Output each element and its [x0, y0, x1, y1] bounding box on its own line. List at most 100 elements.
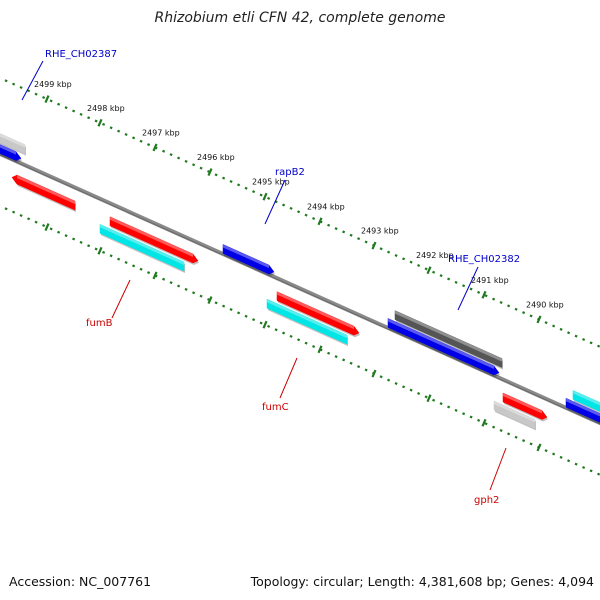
gene-feature[interactable] [565, 397, 600, 433]
outer-track-dot [169, 153, 173, 157]
major-tick-outer [371, 241, 377, 250]
gene-feature[interactable] [266, 298, 348, 347]
outer-track-dot [342, 230, 346, 234]
gene-body [266, 298, 348, 345]
inner-track-dot [597, 472, 600, 476]
gene-feature[interactable] [0, 140, 22, 163]
gene-highlight [388, 318, 494, 369]
gene-body [99, 223, 185, 272]
outer-track-dot [297, 210, 301, 214]
tick-label: 2497 kbp [142, 128, 180, 137]
gene-feature[interactable] [99, 223, 185, 273]
gene-feature[interactable] [572, 390, 600, 422]
outer-track-dot [402, 257, 406, 261]
inner-track-dot [439, 402, 443, 406]
inner-track-dot [432, 398, 436, 402]
outer-track-dot [229, 180, 233, 184]
outer-track-dot [559, 327, 563, 331]
gene-highlight [100, 224, 184, 265]
label-leader-line [111, 279, 131, 319]
inner-track-dot [4, 207, 8, 211]
outer-track-dot [417, 264, 421, 268]
label-leader-line [279, 357, 298, 399]
outer-track-dot [589, 341, 593, 345]
gene-label[interactable]: RHE_CH02387 [45, 49, 117, 60]
outer-track-dot [12, 82, 16, 86]
gene-feature[interactable] [387, 318, 500, 377]
gene-feature[interactable] [493, 400, 536, 431]
outer-track-dot [469, 287, 473, 291]
tick-label: 2493 kbp [361, 227, 399, 236]
gene-label[interactable]: RHE_CH02382 [448, 254, 520, 265]
label-leader-line [457, 266, 479, 311]
gene-feature[interactable] [11, 174, 76, 213]
gene-body [11, 174, 76, 211]
outer-track-dot [19, 85, 23, 89]
gene-highlight [17, 175, 75, 205]
inner-track-dot [529, 442, 533, 446]
major-tick-outer [426, 266, 432, 275]
inner-track-dot [424, 395, 428, 399]
outer-track-dot [447, 277, 451, 281]
inner-track-dot [139, 267, 143, 271]
tick-label: 2495 kbp [252, 178, 290, 187]
outer-track-dot [529, 314, 533, 318]
gene-label[interactable]: fumB [86, 318, 113, 329]
inner-track-dot [237, 311, 241, 315]
gene-label[interactable]: fumC [262, 402, 289, 413]
inner-track-dot [327, 351, 331, 355]
inner-track-dot [522, 439, 526, 443]
inner-track-dot [552, 452, 556, 456]
gene-label[interactable]: rapB2 [275, 167, 305, 178]
major-tick-inner [97, 246, 103, 255]
inner-track-dot [409, 388, 413, 392]
outer-track-dot [454, 280, 458, 284]
gene-feature[interactable] [109, 216, 199, 266]
outer-track-dot [177, 156, 181, 160]
gene-highlight [573, 390, 600, 406]
outer-track-dot [34, 92, 38, 96]
major-tick-inner [207, 296, 213, 305]
gene-feature[interactable] [222, 244, 275, 277]
outer-track-dot [124, 132, 128, 136]
outer-track-dot [477, 290, 481, 294]
outer-track-dot [409, 260, 413, 264]
gene-feature[interactable] [502, 392, 548, 422]
label-leader-line [264, 179, 286, 225]
gene-label[interactable]: gph2 [474, 495, 499, 506]
gene-body [502, 392, 548, 420]
outer-track-dot [567, 331, 571, 335]
gene-feature[interactable] [276, 291, 360, 338]
inner-track-dot [364, 368, 368, 372]
gene-body [572, 390, 600, 412]
gene-feature[interactable] [394, 310, 503, 370]
inner-track-dot [12, 210, 16, 214]
inner-track-dot [387, 378, 391, 382]
outer-track-dot [49, 99, 53, 103]
inner-track-dot [379, 375, 383, 379]
inner-track-dot [589, 469, 593, 473]
gene-body [394, 310, 503, 368]
inner-track-dot [87, 244, 91, 248]
major-tick-outer [152, 143, 158, 152]
inner-track-dot [514, 435, 518, 439]
genome-summary-text: Topology: circular; Length: 4,381,608 bp… [250, 574, 594, 589]
inner-track-dot [169, 281, 173, 285]
major-tick-inner [317, 345, 323, 354]
gene-feature[interactable] [0, 129, 26, 156]
outer-track-dot [327, 223, 331, 227]
outer-track-dot [499, 300, 503, 304]
gene-body [0, 144, 22, 161]
outer-track-dot [139, 139, 143, 143]
inner-track-dot [132, 264, 136, 268]
outer-track-dot [439, 274, 443, 278]
outer-track-dot [184, 159, 188, 163]
gene-body [276, 291, 360, 336]
inner-tick-track [0, 204, 600, 476]
inner-track-dot [454, 408, 458, 412]
major-tick-outer [536, 315, 542, 324]
gene-body [565, 397, 600, 423]
outer-track-dot [57, 102, 61, 106]
inner-track-dot [499, 428, 503, 432]
